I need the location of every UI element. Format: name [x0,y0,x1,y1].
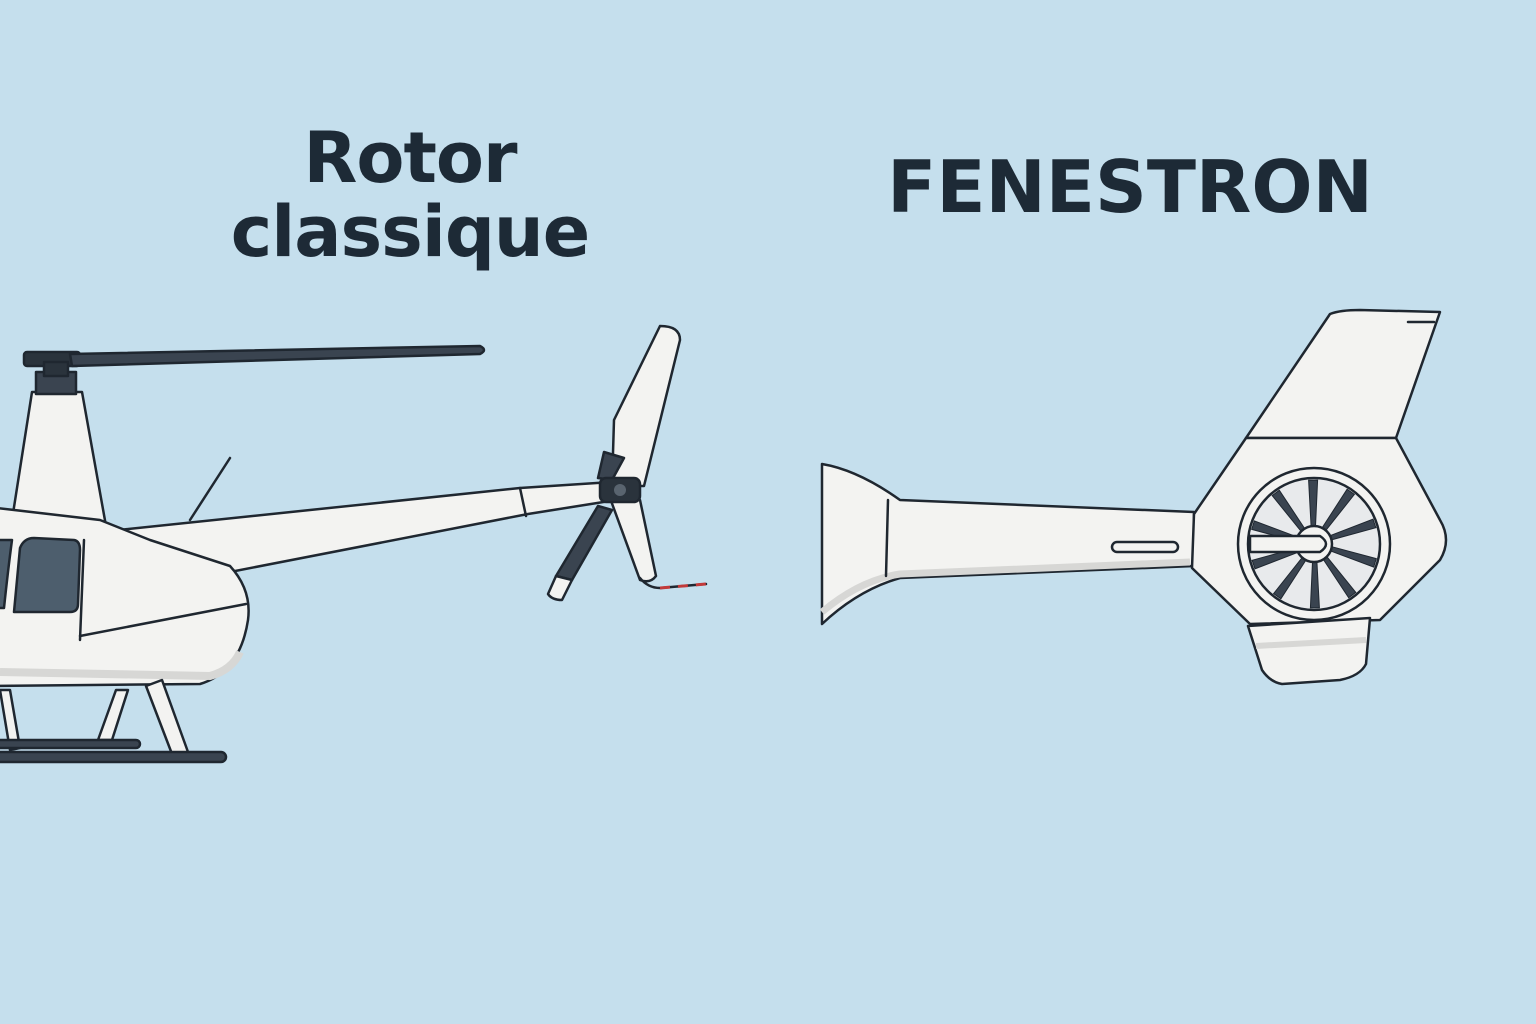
rear-skid-strut [144,678,190,756]
ducted-fan-icon [1236,466,1392,622]
conventional-rotor-label: Rotor classique [200,117,620,273]
skid-main [0,750,228,764]
tail-skid [638,576,708,590]
label-line-2: classique [230,190,590,273]
side-window [12,536,82,614]
tail-rotor-icon [546,324,682,602]
mast-fairing [10,390,108,528]
fan-stator [1248,534,1328,554]
vent-slot [1110,540,1180,554]
ventral-fin [1246,616,1372,686]
vertical-fin [1244,308,1442,440]
fan-blades [1251,479,1377,609]
helicopter-icon [0,324,708,764]
tail-rotor-blade-lower [608,496,658,583]
main-rotor-blade [68,344,486,368]
fenestron-tail [819,308,1448,686]
tail-rotor-blade-dark [554,504,614,582]
front-skid-strut [96,688,130,742]
skid-front [0,738,142,750]
antenna [188,456,232,522]
fenestron-label: FENESTRON [887,145,1373,229]
front-window [0,538,14,610]
label-line-1: Rotor [303,117,517,199]
